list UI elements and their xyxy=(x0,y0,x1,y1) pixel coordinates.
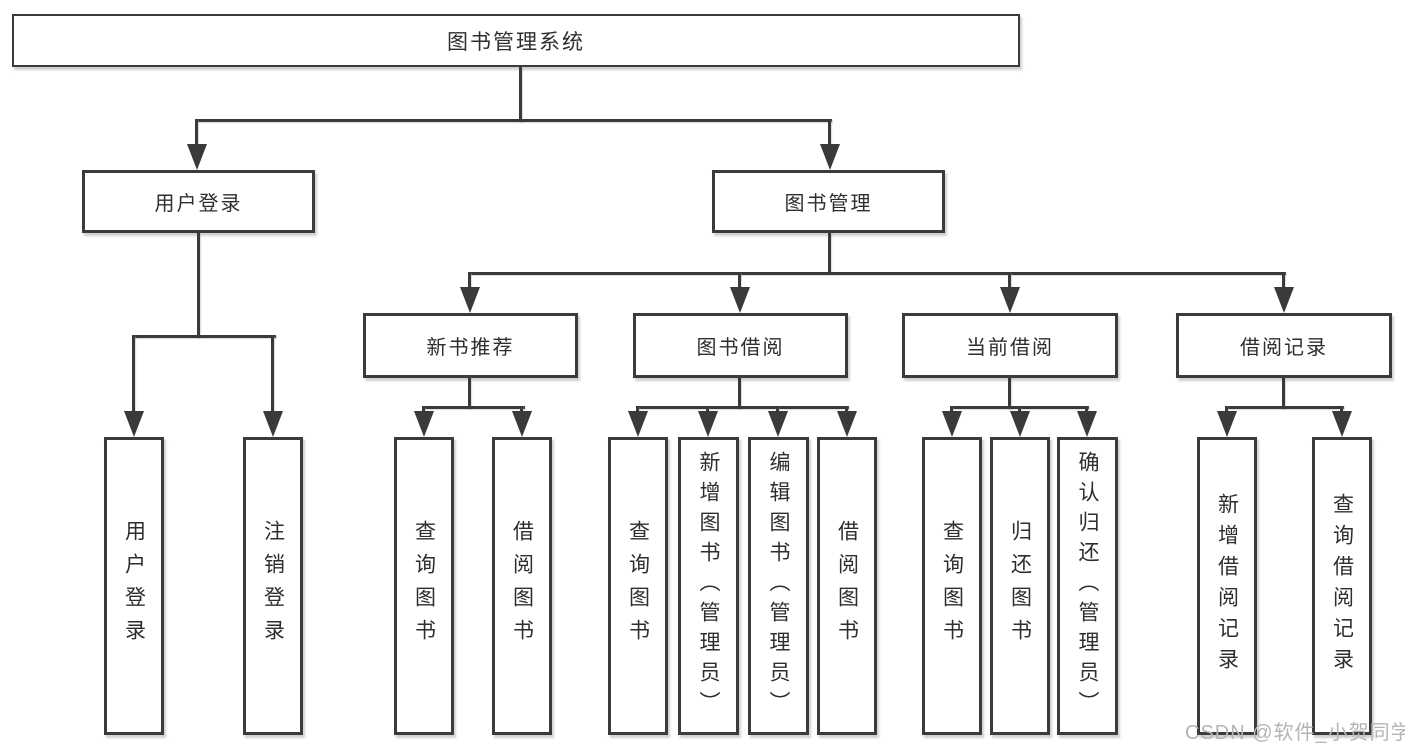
arrowhead-down xyxy=(820,144,840,170)
leaf-query-borrow-record-label: 查询借阅记录 xyxy=(1330,493,1354,679)
connector-drop-user-login xyxy=(195,119,198,147)
connector-user-login-stem xyxy=(197,232,200,338)
connector-drop-leaf xyxy=(1018,406,1021,414)
connector-drop-leaf xyxy=(132,335,135,415)
leaf-logout: 注销登录 xyxy=(243,437,303,735)
leaf-edit-book-admin-label: 编辑图书（管理员） xyxy=(767,451,790,721)
leaf-query-books-label: 查询图书 xyxy=(626,520,650,652)
connector-drop-leaf xyxy=(1225,406,1228,414)
arrowhead-down xyxy=(187,144,207,170)
connector-stem xyxy=(468,377,471,409)
leaf-query-books-borrowing: 查询图书 xyxy=(608,437,668,735)
leaf-add-book-admin-label: 新增图书（管理员） xyxy=(697,451,720,721)
leaf-confirm-return-admin: 确认归还（管理员） xyxy=(1057,437,1118,735)
connector-drop-leaf xyxy=(422,406,425,414)
connector-drop-leaf xyxy=(1085,406,1088,414)
node-current-borrowing-label: 当前借阅 xyxy=(966,337,1054,359)
leaf-borrow-books: 借阅图书 xyxy=(817,437,877,735)
connector-level2-bar xyxy=(195,119,832,122)
arrowhead-down xyxy=(1077,411,1097,437)
leaf-query-books-current: 查询图书 xyxy=(922,437,982,735)
leaf-borrow-books-recommend: 借阅图书 xyxy=(492,437,552,735)
connector-stem xyxy=(738,377,741,409)
connector-level3-bar xyxy=(468,272,1286,275)
connector-drop-level3 xyxy=(1282,272,1285,290)
leaf-logout-label: 注销登录 xyxy=(261,520,285,652)
connector-root-stem xyxy=(519,65,522,122)
arrowhead-down xyxy=(512,411,532,437)
leaf-confirm-return-admin-label: 确认归还（管理员） xyxy=(1076,451,1099,721)
connector-bar xyxy=(636,406,849,409)
arrowhead-down xyxy=(1332,411,1352,437)
arrowhead-down xyxy=(1274,287,1294,313)
node-user-login-label: 用户登录 xyxy=(154,193,243,215)
arrowhead-down xyxy=(414,411,434,437)
connector-stem xyxy=(1008,377,1011,409)
arrowhead-down xyxy=(1000,287,1020,313)
arrowhead-down xyxy=(460,287,480,313)
node-library-management-system: 图书管理系统 xyxy=(12,14,1020,67)
leaf-return-books: 归还图书 xyxy=(990,437,1050,735)
leaf-query-books-label: 查询图书 xyxy=(940,520,964,652)
node-book-borrowing: 图书借阅 xyxy=(633,313,848,378)
connector-stem xyxy=(1282,377,1285,409)
arrowhead-down xyxy=(124,411,144,437)
connector-drop-level3 xyxy=(1008,272,1011,290)
connector-drop-level3 xyxy=(468,272,471,290)
leaf-user-login: 用户登录 xyxy=(104,437,164,735)
leaf-borrow-books-label: 借阅图书 xyxy=(510,520,534,652)
leaf-user-login-label: 用户登录 xyxy=(122,520,146,652)
arrowhead-down xyxy=(628,411,648,437)
node-book-management-label: 图书管理 xyxy=(784,193,873,215)
connector-drop-level3 xyxy=(738,272,741,290)
node-new-book-recommendation: 新书推荐 xyxy=(363,313,578,378)
connector-drop-book-management xyxy=(828,119,831,147)
arrowhead-down xyxy=(698,411,718,437)
connector-bar xyxy=(422,406,525,409)
arrowhead-down xyxy=(1010,411,1030,437)
node-book-management: 图书管理 xyxy=(712,170,945,233)
arrowhead-down xyxy=(1217,411,1237,437)
node-user-login: 用户登录 xyxy=(82,170,315,233)
connector-drop-leaf xyxy=(520,406,523,414)
arrowhead-down xyxy=(942,411,962,437)
node-library-management-system-label: 图书管理系统 xyxy=(447,30,585,54)
arrowhead-down xyxy=(263,411,283,437)
leaf-return-books-label: 归还图书 xyxy=(1008,520,1032,652)
leaf-add-borrow-record: 新增借阅记录 xyxy=(1197,437,1257,735)
connector-drop-leaf xyxy=(706,406,709,414)
node-new-book-recommendation-label: 新书推荐 xyxy=(426,337,515,359)
node-borrowing-records-label: 借阅记录 xyxy=(1240,337,1328,359)
connector-drop-leaf xyxy=(1340,406,1343,414)
leaf-add-borrow-record-label: 新增借阅记录 xyxy=(1215,493,1239,679)
leaf-edit-book-admin: 编辑图书（管理员） xyxy=(748,437,809,735)
leaf-query-books-label: 查询图书 xyxy=(412,520,436,652)
connector-drop-leaf xyxy=(845,406,848,414)
connector-drop-leaf xyxy=(271,335,274,415)
connector-drop-leaf xyxy=(950,406,953,414)
connector-drop-leaf xyxy=(776,406,779,414)
node-borrowing-records: 借阅记录 xyxy=(1176,313,1392,378)
csdn-watermark: CSDN @软件_小贺同学 xyxy=(1185,722,1405,744)
connector-user-login-bar xyxy=(132,335,276,338)
leaf-borrow-books-label: 借阅图书 xyxy=(835,520,859,652)
leaf-add-book-admin: 新增图书（管理员） xyxy=(678,437,739,735)
leaf-query-books-recommend: 查询图书 xyxy=(394,437,454,735)
node-book-borrowing-label: 图书借阅 xyxy=(696,337,785,359)
connector-drop-leaf xyxy=(636,406,639,414)
connector-bar xyxy=(1225,406,1344,409)
arrowhead-down xyxy=(837,411,857,437)
connector-book-management-stem xyxy=(828,232,831,274)
arrowhead-down xyxy=(730,287,750,313)
node-current-borrowing: 当前借阅 xyxy=(902,313,1118,378)
leaf-query-borrow-record: 查询借阅记录 xyxy=(1312,437,1372,735)
arrowhead-down xyxy=(768,411,788,437)
